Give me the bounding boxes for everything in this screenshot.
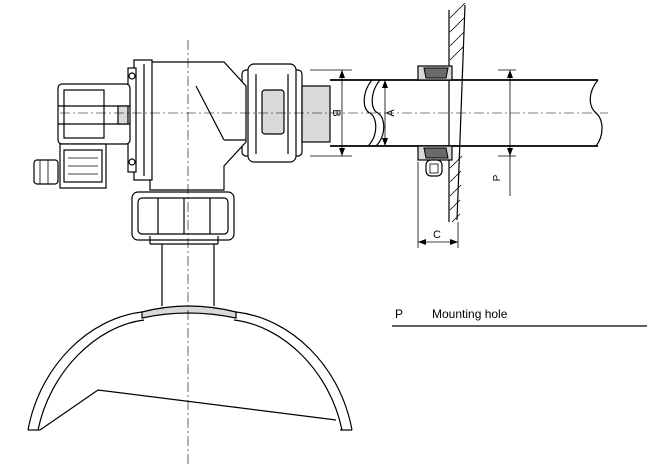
label-dim-b: B [330, 109, 342, 116]
dimension-a [382, 80, 388, 146]
wall-seal [417, 65, 453, 177]
label-dim-a: A [385, 109, 397, 117]
center-lines [60, 40, 608, 466]
probe-pipe [330, 79, 603, 147]
connection-head [127, 59, 247, 191]
vertical-stem [161, 244, 215, 306]
legend-description: Mounting hole [432, 307, 508, 321]
label-dim-c: C [433, 229, 441, 241]
vertical-nut [131, 191, 235, 245]
dimension-c [417, 162, 459, 248]
terminal-box [33, 83, 131, 189]
label-dim-p: P [492, 174, 503, 181]
dimension-p [498, 69, 516, 196]
dimension-b [310, 69, 352, 157]
legend: P Mounting hole [392, 307, 647, 327]
vessel [27, 305, 353, 431]
mounting-wall [448, 2, 466, 224]
legend-key: P [395, 307, 403, 321]
